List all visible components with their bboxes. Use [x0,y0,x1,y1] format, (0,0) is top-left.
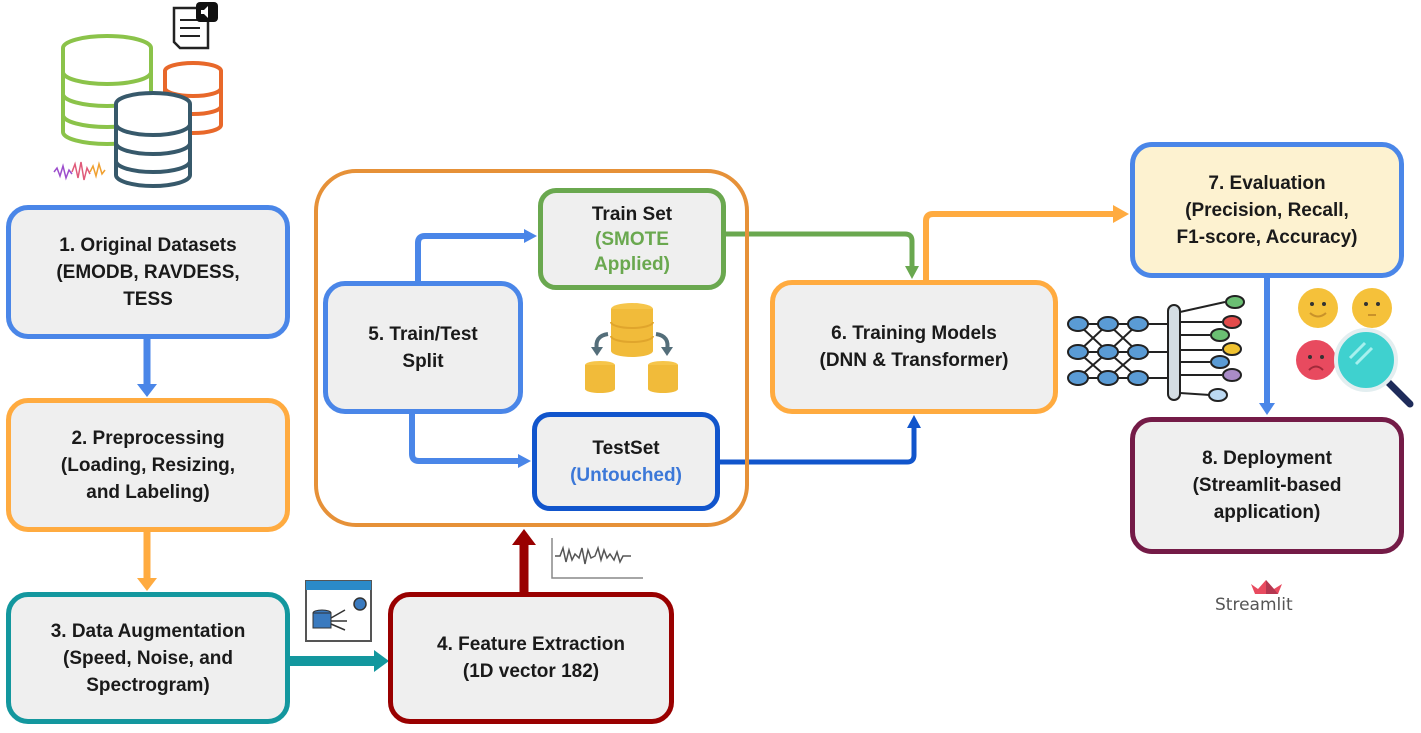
arrow-3-to-4 [290,650,389,672]
train-set-note: (SMOTE [595,228,669,250]
test-set-title: TestSet [592,437,660,459]
step-5-detail: Split [402,350,444,372]
train-set-note-2: Applied) [594,253,670,275]
step-2-title: 2. Preprocessing [71,427,225,449]
step-6-title: 6. Training Models [831,323,997,344]
database-split-icon [585,303,678,393]
neural-network-icon [1067,295,1245,402]
streamlit-logo-label: Streamlit [1215,595,1293,615]
step-8-detail-2: application) [1213,502,1321,523]
step-1-title: 1. Original Datasets [59,234,237,256]
arrow-training-to-evaluation [923,205,1129,280]
step-preprocessing[interactable]: 2. Preprocessing (Loading, Resizing, and… [6,398,290,532]
data-processing-icon [305,580,372,642]
arrow-test-to-training [720,415,921,465]
step-3-detail: (Speed, Noise, and [63,647,233,669]
step-training-models[interactable]: 6. Training Models (DNN & Transformer) [770,280,1058,414]
train-set-box[interactable]: Train Set (SMOTE Applied) [538,188,726,290]
waveform-icon [53,161,106,181]
step-4-title: 4. Feature Extraction [437,634,625,655]
magnifier-icon [1334,328,1414,408]
train-test-split-group [314,169,749,527]
step-2-detail: (Loading, Resizing, [60,454,236,476]
arrow-4-to-split [512,529,536,592]
arrow-evaluation-to-deployment [1259,278,1275,415]
step-7-title: 7. Evaluation [1208,172,1326,194]
arrow-train-to-training [726,231,919,279]
arrow-2-to-3 [137,532,157,591]
step-2-detail-2: and Labeling) [86,481,210,503]
step-7-detail: (Precision, Recall, [1185,199,1349,221]
database-stack-icon [61,34,223,188]
step-3-title: 3. Data Augmentation [50,620,246,642]
step-original-datasets[interactable]: 1. Original Datasets (EMODB, RAVDESS, TE… [6,205,290,339]
step-deployment[interactable]: 8. Deployment (Streamlit-based applicati… [1130,417,1404,554]
test-set-note: (Untouched) [570,464,682,486]
step-4-detail: (1D vector 182) [462,661,600,682]
step-5-title: 5. Train/Test [368,323,478,345]
step-evaluation[interactable]: 7. Evaluation (Precision, Recall, F1-sco… [1130,142,1404,278]
step-3-detail-2: Spectrogram) [86,674,210,696]
step-7-detail-2: F1-score, Accuracy) [1176,226,1358,248]
arrow-split-to-train [415,229,537,281]
test-set-box[interactable]: TestSet (Untouched) [532,412,720,511]
arrow-1-to-2 [137,339,157,397]
arrow-split-to-test [409,414,531,468]
step-8-detail: (Streamlit-based [1192,475,1342,496]
step-1-detail: (EMODB, RAVDESS, [56,261,240,283]
emotion-faces-icon [1296,288,1392,380]
step-8-title: 8. Deployment [1202,448,1332,469]
step-1-detail-2: TESS [123,288,173,310]
step-train-test-split[interactable]: 5. Train/Test Split [323,281,523,414]
step-feature-extraction[interactable]: 4. Feature Extraction (1D vector 182) [388,592,674,724]
signal-plot-icon [551,538,643,579]
step-data-augmentation[interactable]: 3. Data Augmentation (Speed, Noise, and … [6,592,290,724]
step-6-detail: (DNN & Transformer) [819,350,1009,371]
streamlit-logo-icon [1251,580,1282,594]
audio-document-icon [172,2,218,50]
train-set-title: Train Set [591,203,673,225]
